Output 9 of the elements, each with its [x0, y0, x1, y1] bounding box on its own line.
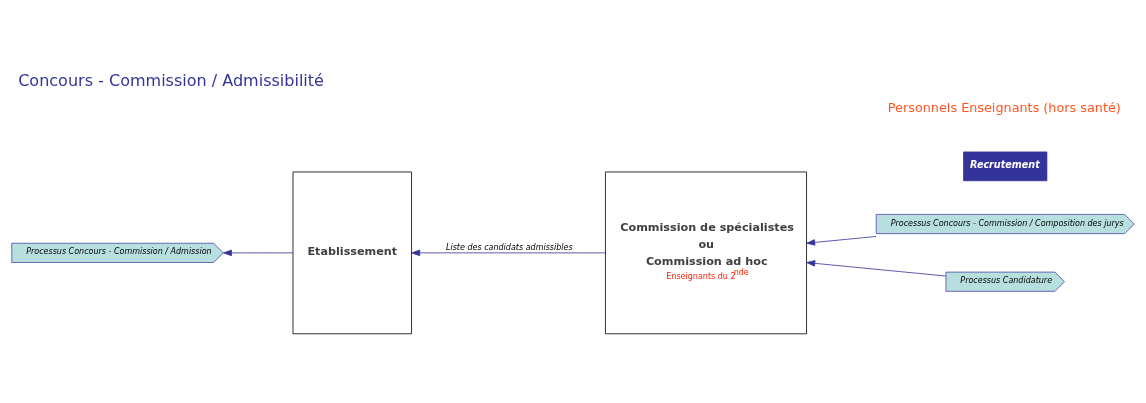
arrow [223, 249, 294, 256]
label: Personnels Enseignants (hors santé) [887, 99, 1121, 115]
arrow [806, 259, 947, 276]
arrow [411, 249, 606, 256]
label: Recrutement [969, 158, 1040, 170]
edge-label: Liste des candidats admissibles [446, 242, 573, 252]
node-box: Etablissement [292, 171, 412, 334]
diagram-title: Concours - Commission / Admissibilité [18, 70, 324, 90]
arrow [806, 235, 877, 246]
